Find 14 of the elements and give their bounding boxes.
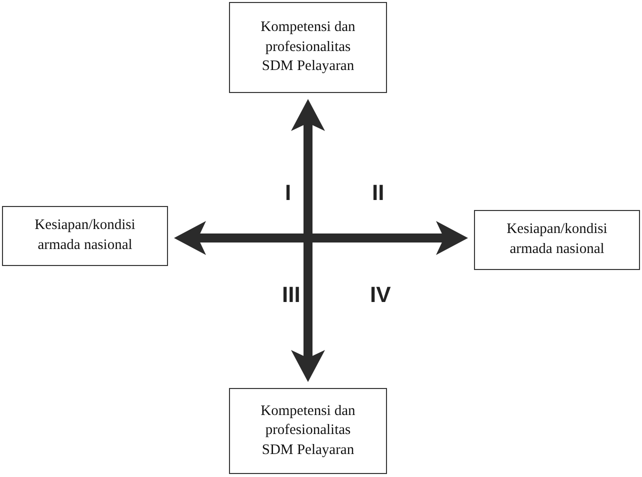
- quadrant-numeral: IV: [370, 282, 391, 308]
- text-box: [229, 388, 387, 474]
- text-box: [229, 2, 387, 93]
- text-box: [2, 206, 168, 266]
- quadrant-numeral: I: [285, 180, 292, 206]
- box-text: Kesiapan/kondisi armada nasional: [34, 216, 136, 255]
- text-box: [474, 210, 640, 270]
- box-text: Kesiapan/kondisi armada nasional: [506, 220, 608, 259]
- double-arrow: [291, 99, 325, 382]
- box-text: Kompetensi dan profesionalitas SDM Pelayaran: [260, 18, 356, 76]
- quadrant-numeral: III: [282, 282, 300, 308]
- double-arrow: [174, 221, 468, 255]
- box-text: Kompetensi dan profesionalitas SDM Pelayaran: [260, 402, 356, 460]
- quadrant-numeral: II: [372, 180, 384, 206]
